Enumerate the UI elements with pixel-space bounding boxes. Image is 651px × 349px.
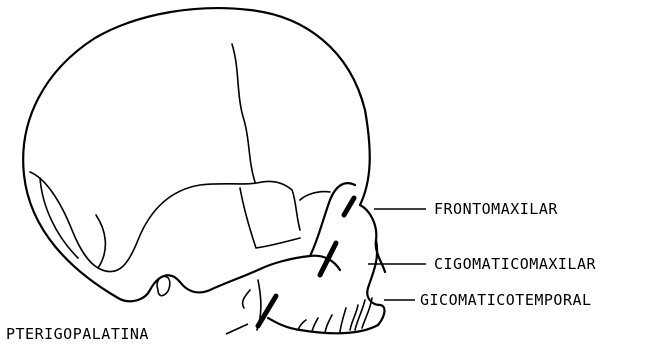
skull-base <box>118 270 258 301</box>
maxilla-outline <box>268 318 378 333</box>
pterigopalatina-leader <box>226 324 248 334</box>
cigomaticomaxilar-mark <box>320 243 336 275</box>
skull-drawing <box>23 8 385 333</box>
coronal-suture <box>232 44 255 182</box>
frontomaxilar-mark <box>344 198 354 215</box>
label-gicomaticotemporal: GICOMATICOTEMPORAL <box>420 291 592 309</box>
lambdoid-suture <box>40 178 105 268</box>
label-frontomaxilar: FRONTOMAXILAR <box>434 200 558 218</box>
sphenoid-sutures <box>240 181 300 248</box>
forehead-profile <box>360 205 385 272</box>
mastoid-process <box>157 276 170 295</box>
label-cigomaticomaxilar: CIGOMATICOMAXILAR <box>434 255 596 273</box>
nasal-profile <box>367 240 384 325</box>
orbit-rim <box>300 192 330 200</box>
teeth <box>298 298 372 333</box>
label-pterigopalatina: PTERIGOPALATINA <box>6 325 149 343</box>
